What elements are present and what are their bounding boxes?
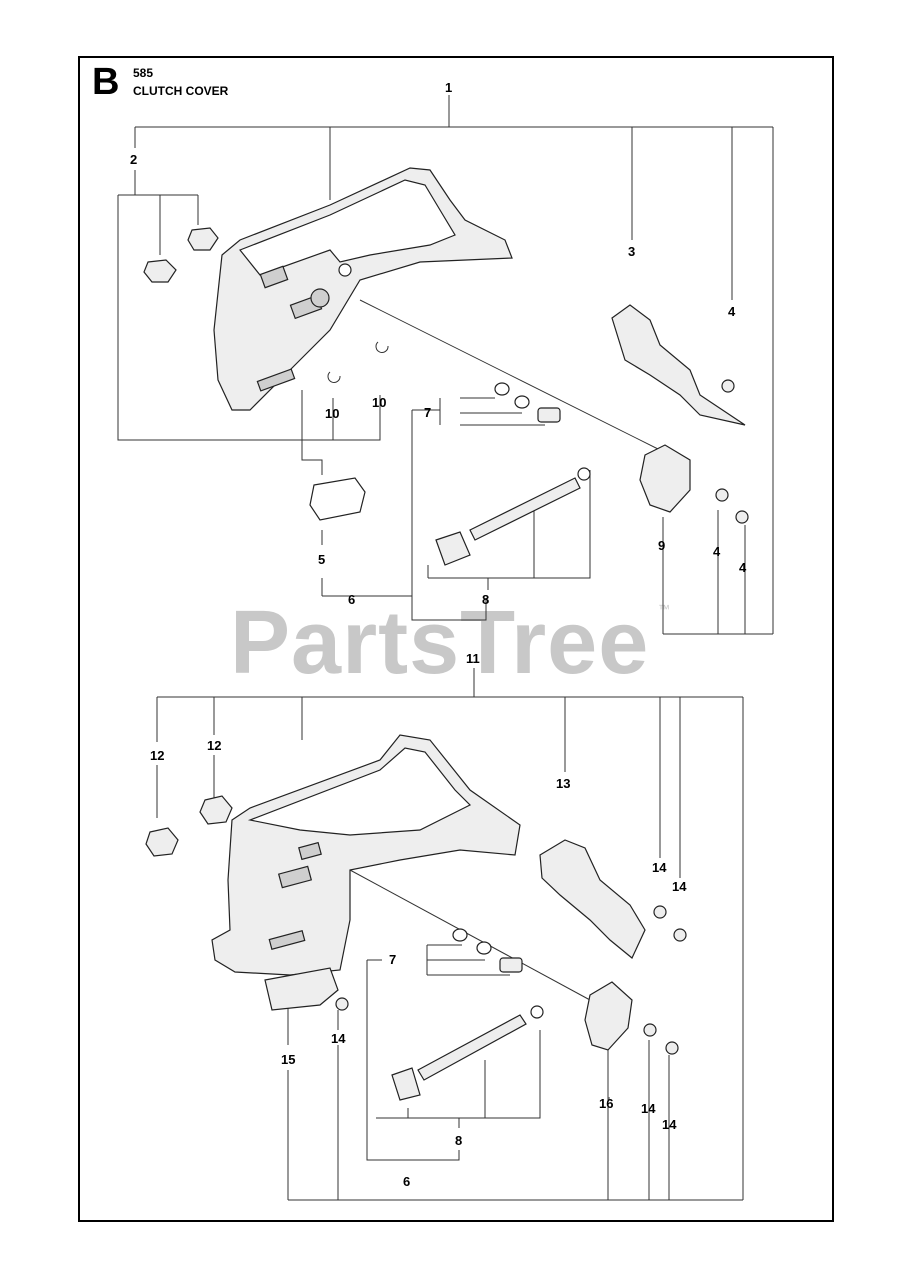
nut-12a [199, 795, 233, 825]
section-letter: B [92, 61, 120, 103]
callout-14: 14 [331, 1031, 346, 1046]
tensioner-plate-9 [639, 444, 691, 513]
callout-labels: 1 2 3 4 10 10 7 9 4 4 5 6 8 11 12 12 13 … [130, 80, 747, 1189]
chain-catcher-13 [539, 839, 646, 959]
callout-3: 3 [628, 244, 635, 259]
callout-10: 10 [372, 395, 386, 410]
bottom-assembly [145, 668, 744, 1201]
callout-14: 14 [641, 1101, 656, 1116]
callout-15: 15 [281, 1052, 295, 1067]
cover-part-15 [264, 967, 339, 1011]
trademark-symbol: ™ [658, 602, 670, 616]
diagram-title: CLUTCH COVER [133, 84, 229, 98]
model-number: 585 [133, 66, 154, 80]
watermark: PartsTree [230, 593, 650, 693]
nut-12b [145, 827, 179, 857]
callout-7: 7 [424, 405, 431, 420]
callout-4: 4 [739, 560, 747, 575]
top-assembly [117, 95, 774, 635]
callout-8: 8 [455, 1133, 462, 1148]
callout-13: 13 [556, 776, 570, 791]
chain-catcher-3 [611, 304, 746, 426]
callout-8: 8 [482, 592, 489, 607]
clutch-cover-bottom [211, 734, 521, 976]
callout-5: 5 [318, 552, 325, 567]
callout-4: 4 [713, 544, 721, 559]
callout-2: 2 [130, 152, 137, 167]
callout-7: 7 [389, 952, 396, 967]
callout-14: 14 [662, 1117, 677, 1132]
tensioner-plate-16 [584, 981, 633, 1051]
callout-9: 9 [658, 538, 665, 553]
cover-insert-5 [309, 477, 366, 521]
callout-16: 16 [599, 1096, 613, 1111]
callout-11: 11 [466, 651, 480, 666]
callout-6: 6 [348, 592, 355, 607]
callout-12: 12 [207, 738, 221, 753]
callout-4: 4 [728, 304, 736, 319]
callout-10: 10 [325, 406, 339, 421]
nut-2b [143, 259, 177, 283]
nut-2a [187, 227, 219, 251]
callout-6: 6 [403, 1174, 410, 1189]
callout-14: 14 [652, 860, 667, 875]
callout-12: 12 [150, 748, 164, 763]
callout-14: 14 [672, 879, 687, 894]
callout-1: 1 [445, 80, 452, 95]
diagram-border [78, 56, 834, 1222]
